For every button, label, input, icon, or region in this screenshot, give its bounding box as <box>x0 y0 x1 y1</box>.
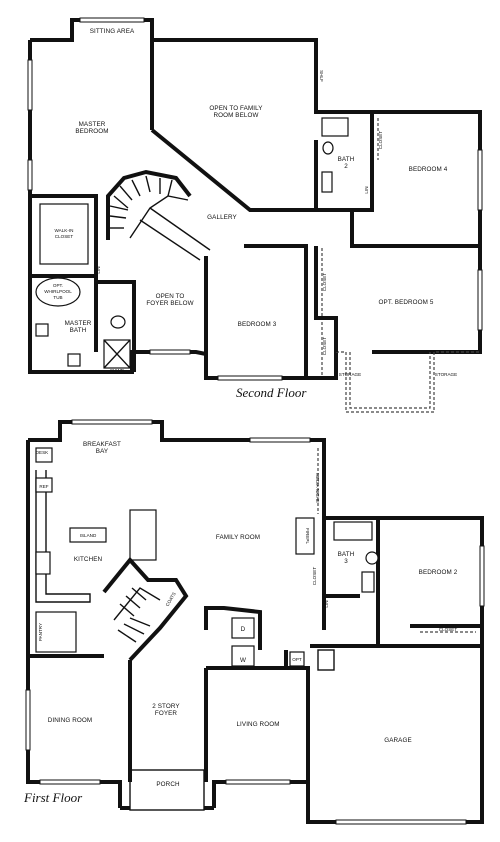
shower-label: SHWR <box>110 368 125 373</box>
master-bath-1: MASTER <box>65 320 92 327</box>
bath2-2: 2 <box>344 163 348 170</box>
first-floor-caption: First Floor <box>23 790 83 805</box>
room-sitting-area: SITTING AREA <box>90 28 135 35</box>
first-floor: DESK REF BREAKFAST BAY ISLAND KITCHEN PA… <box>23 419 485 825</box>
open-family-1: OPEN TO FAMILY <box>209 105 263 112</box>
room-living-room: LIVING ROOM <box>236 721 279 728</box>
master-bath-2: BATH <box>70 327 87 334</box>
washer-label: W <box>240 657 246 664</box>
bath3-1: BATH <box>338 551 355 558</box>
dryer <box>231 617 255 639</box>
room-bedroom3: BEDROOM 3 <box>238 321 277 328</box>
island <box>69 527 107 543</box>
room-family-room: FAMILY ROOM <box>216 534 260 541</box>
second-floor-outer-wall-b <box>28 40 338 380</box>
closet-bedroom2: CLOSET <box>439 627 458 632</box>
lower-stair <box>102 556 189 662</box>
linen-first: LIN <box>324 600 329 607</box>
opt-label: OPT <box>292 657 302 662</box>
dryer-label: D <box>241 626 246 633</box>
closet-bath3: CLOSET <box>312 567 317 586</box>
room-bedroom2: BEDROOM 2 <box>419 569 458 576</box>
closet-bedroom3: CLOSET <box>322 337 327 356</box>
breakfast-bay-1: BREAKFAST <box>83 441 121 448</box>
room-garage: GARAGE <box>384 737 412 744</box>
foyer-2: FOYER <box>155 710 178 717</box>
room-kitchen: KITCHEN <box>74 556 103 563</box>
island-label: ISLAND <box>80 533 97 538</box>
second-floor: SITTING AREA MASTER BEDROOM OPEN TO FAMI… <box>27 17 483 413</box>
closet-bedroom5: CLOSET <box>322 273 327 292</box>
refrigerator <box>35 477 53 493</box>
room-gallery: GALLERY <box>207 214 237 221</box>
fireplace-label: FIREPL <box>305 528 310 545</box>
linen-master: LIN <box>96 266 101 273</box>
open-foyer-2: FOYER BELOW <box>146 300 193 307</box>
room-dining-room: DINING ROOM <box>48 717 92 724</box>
washer <box>231 645 255 667</box>
storage-left: STORAGE <box>339 372 361 377</box>
toilet-master <box>110 315 126 329</box>
bath3-2: 3 <box>344 558 348 565</box>
whirlpool-tub <box>35 277 81 307</box>
linen-upper: LIN <box>364 186 369 193</box>
breakfast-bay-2: BAY <box>96 448 109 455</box>
desk-label: DESK <box>36 450 49 455</box>
ref-label: REF <box>39 484 48 489</box>
room-master-bedroom-2: BEDROOM <box>75 128 108 135</box>
tub-bath2 <box>321 117 349 137</box>
room-master-bedroom-1: MASTER <box>79 121 106 128</box>
bath2-1: BATH <box>338 156 355 163</box>
room-porch: PORCH <box>156 781 180 788</box>
walk-in-closet-2: CLOSET <box>55 234 74 239</box>
closet-bedroom4: CLOSET <box>378 131 383 150</box>
storage-outline <box>336 351 480 413</box>
range <box>35 551 51 575</box>
second-floor-caption: Second Floor <box>236 385 307 400</box>
shelf-label: SHLF <box>319 70 324 82</box>
foyer-1: 2 STORY <box>152 703 180 710</box>
first-floor-outer-wall <box>28 420 484 646</box>
open-foyer-1: OPEN TO <box>156 293 185 300</box>
desk <box>35 447 53 463</box>
whirlpool-3: TUB <box>53 295 62 300</box>
room-bedroom4: BEDROOM 4 <box>409 166 448 173</box>
media-niche-label: MEDIA NICHE <box>315 473 320 503</box>
fireplace <box>295 517 315 555</box>
pantry <box>35 611 77 653</box>
pantry-label: PANTRY <box>38 623 43 641</box>
open-family-2: ROOM BELOW <box>213 112 258 119</box>
tub-bath3 <box>333 521 373 541</box>
coats-label: COATS <box>165 591 177 607</box>
whirlpool-2: WHIRLPOOL <box>44 289 72 294</box>
whirlpool-1: OPT. <box>53 283 63 288</box>
walk-in-closet-1: WALK-IN <box>55 228 74 233</box>
storage-right: STORAGE <box>435 372 457 377</box>
room-opt-bedroom5: OPT. BEDROOM 5 <box>379 299 434 306</box>
upper-stair <box>106 169 192 240</box>
